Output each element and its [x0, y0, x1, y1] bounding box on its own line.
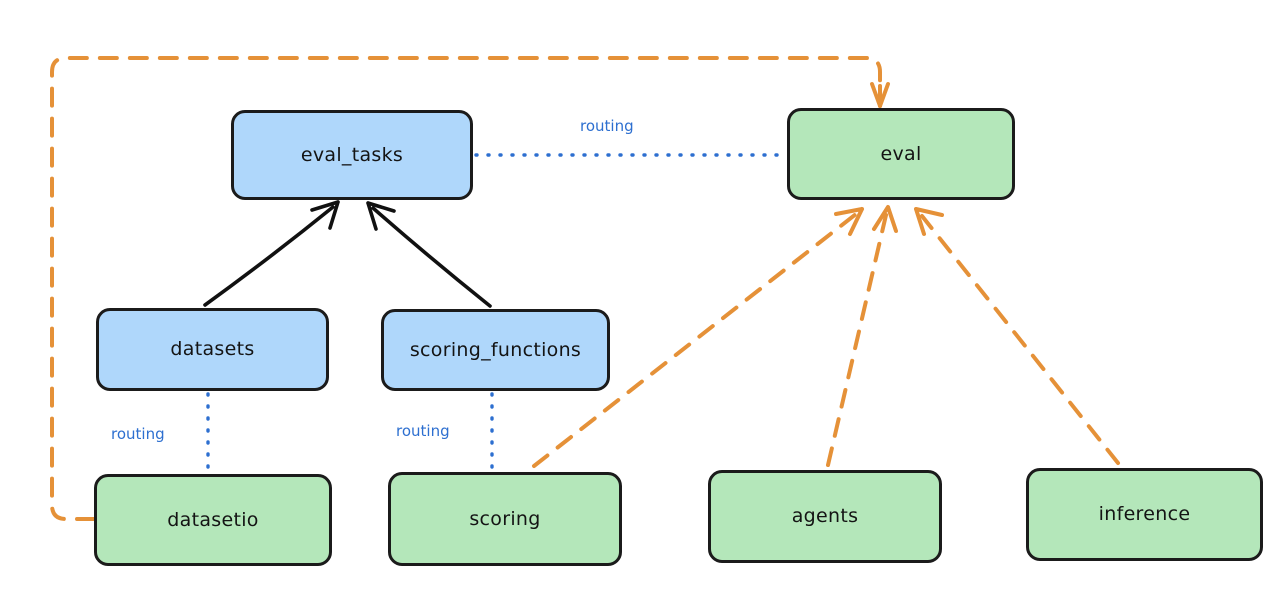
node-label: eval	[880, 142, 922, 165]
edge-label-routing-eval-tasks-eval: routing	[580, 117, 634, 135]
node-label: datasets	[170, 338, 255, 360]
node-label: eval_tasks	[300, 143, 404, 166]
node-eval[interactable]: eval	[787, 108, 1015, 200]
edge-inference-to-eval	[914, 207, 1120, 465]
node-label: agents	[791, 505, 859, 527]
node-agents[interactable]: agents	[708, 470, 942, 563]
edge-label-routing-datasets-datasetio: routing	[111, 425, 165, 443]
edge-scoringfn-to-eval_tasks	[366, 201, 492, 308]
node-inference[interactable]: inference	[1026, 468, 1263, 561]
node-label: scoring	[469, 507, 541, 530]
node-datasetio[interactable]: datasetio	[94, 474, 332, 566]
node-scoring-functions[interactable]: scoring_functions	[381, 309, 610, 391]
node-eval-tasks[interactable]: eval_tasks	[231, 110, 473, 200]
edge-label-routing-scoring-functions-scoring: routing	[396, 422, 450, 440]
node-label: scoring_functions	[409, 338, 582, 361]
node-datasets[interactable]: datasets	[96, 308, 329, 391]
edge-agents-to-eval	[826, 205, 898, 467]
node-label: inference	[1098, 503, 1191, 525]
node-label: datasetio	[167, 508, 259, 531]
edge-datasets-to-eval_tasks	[203, 200, 340, 307]
node-scoring[interactable]: scoring	[388, 472, 622, 566]
